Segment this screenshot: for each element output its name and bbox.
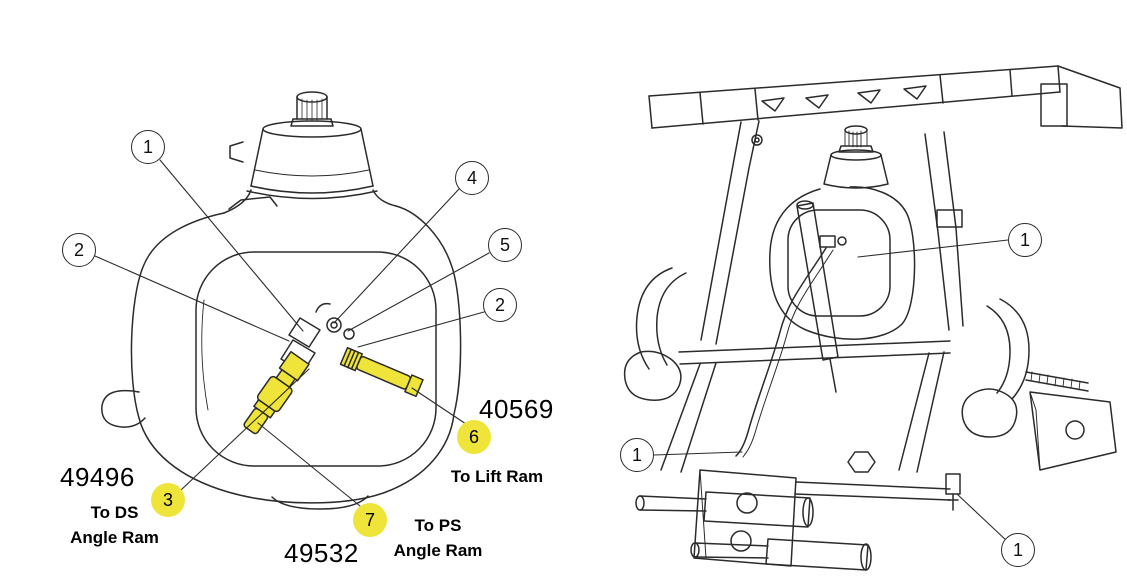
callout-2-left: 2 xyxy=(62,233,96,267)
callout-1-tank-fitting: 1 xyxy=(1008,223,1042,257)
lift-ram-hose xyxy=(339,346,424,398)
part-number-49532: 49532 xyxy=(284,538,359,568)
callout-1-pump: 1 xyxy=(131,130,165,164)
callout-1-hose-route: 1 xyxy=(620,438,654,472)
caption-line: To PS xyxy=(414,516,462,535)
callout-2-right: 2 xyxy=(483,288,517,322)
caption-line: Angle Ram xyxy=(70,528,159,547)
reservoir-drawing xyxy=(101,91,462,510)
callout-3-ds-hose: 3 xyxy=(151,483,185,517)
callout-6-lift-hose: 6 xyxy=(457,420,491,454)
part-number-40569: 40569 xyxy=(479,394,554,424)
caption-line: To Lift Ram xyxy=(450,467,544,486)
caption-line: Angle Ram xyxy=(393,541,483,560)
callout-7-ps-hose: 7 xyxy=(353,503,387,537)
caption-to-ps-angle-ram: To PS Angle Ram xyxy=(383,513,493,563)
caption-to-lift-ram: To Lift Ram xyxy=(437,464,557,489)
leader-lines xyxy=(94,159,1009,543)
caption-line: To DS xyxy=(90,503,139,522)
caption-to-ds-angle-ram: To DS Angle Ram xyxy=(57,500,172,550)
part-number-49496: 49496 xyxy=(60,462,135,492)
callout-1-bottom-fitting: 1 xyxy=(1001,533,1035,567)
ds-angle-ram-fitting xyxy=(243,350,310,435)
manifold-fittings xyxy=(280,302,355,373)
callout-4: 4 xyxy=(455,161,489,195)
callout-5: 5 xyxy=(488,228,522,262)
assembly-drawing xyxy=(623,65,1123,571)
